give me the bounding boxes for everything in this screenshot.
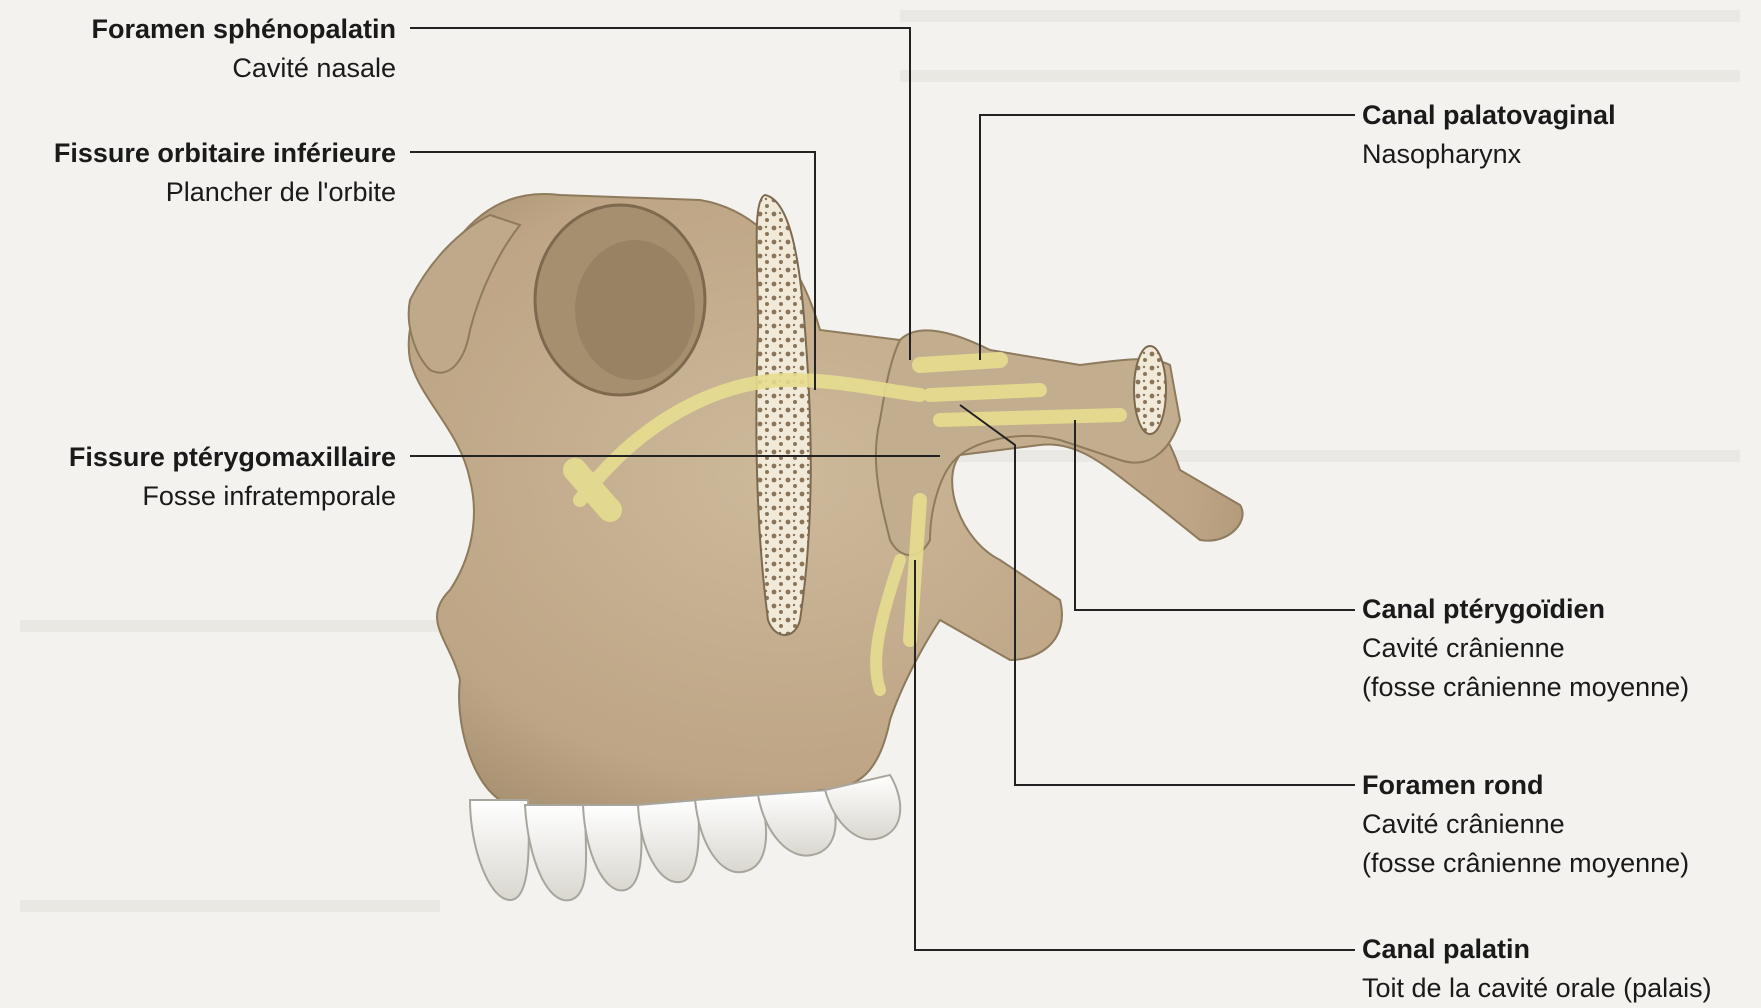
maxilla-bone — [409, 194, 1243, 818]
label-foramen-sphenopalatin: Foramen sphénopalatin Cavité nasale — [91, 10, 396, 88]
label-subtitle: Nasopharynx — [1362, 135, 1616, 174]
label-fissure-pterygomaxillaire: Fissure ptérygomaxillaire Fosse infratem… — [69, 438, 396, 516]
label-fissure-orbitaire: Fissure orbitaire inférieure Plancher de… — [54, 134, 396, 212]
label-title: Foramen sphénopalatin — [91, 10, 396, 49]
label-canal-palatin: Canal palatin Toit de la cavité orale (p… — [1362, 930, 1712, 1008]
label-title: Canal palatin — [1362, 930, 1712, 969]
label-subtitle: Cavité crânienne — [1362, 805, 1689, 844]
label-title: Foramen rond — [1362, 766, 1689, 805]
bone-section-small — [1134, 346, 1166, 434]
leader-canal-palatovaginal — [980, 115, 1355, 360]
label-title: Fissure orbitaire inférieure — [54, 134, 396, 173]
bone-section-vertical — [756, 195, 810, 635]
label-title: Canal palatovaginal — [1362, 96, 1616, 135]
label-subtitle: Cavité nasale — [91, 49, 396, 88]
label-subtitle: Cavité crânienne — [1362, 629, 1689, 668]
label-canal-palatovaginal: Canal palatovaginal Nasopharynx — [1362, 96, 1616, 174]
label-canal-pterygoidien: Canal ptérygoïdien Cavité crânienne (fos… — [1362, 590, 1689, 707]
label-subtitle: Toit de la cavité orale (palais) — [1362, 969, 1712, 1008]
label-title: Fissure ptérygomaxillaire — [69, 438, 396, 477]
label-title: Canal ptérygoïdien — [1362, 590, 1689, 629]
label-foramen-rond: Foramen rond Cavité crânienne (fosse crâ… — [1362, 766, 1689, 883]
label-subtitle: Plancher de l'orbite — [54, 173, 396, 212]
label-subtitle-2: (fosse crânienne moyenne) — [1362, 668, 1689, 707]
label-subtitle-2: (fosse crânienne moyenne) — [1362, 844, 1689, 883]
label-subtitle: Fosse infratemporale — [69, 477, 396, 516]
